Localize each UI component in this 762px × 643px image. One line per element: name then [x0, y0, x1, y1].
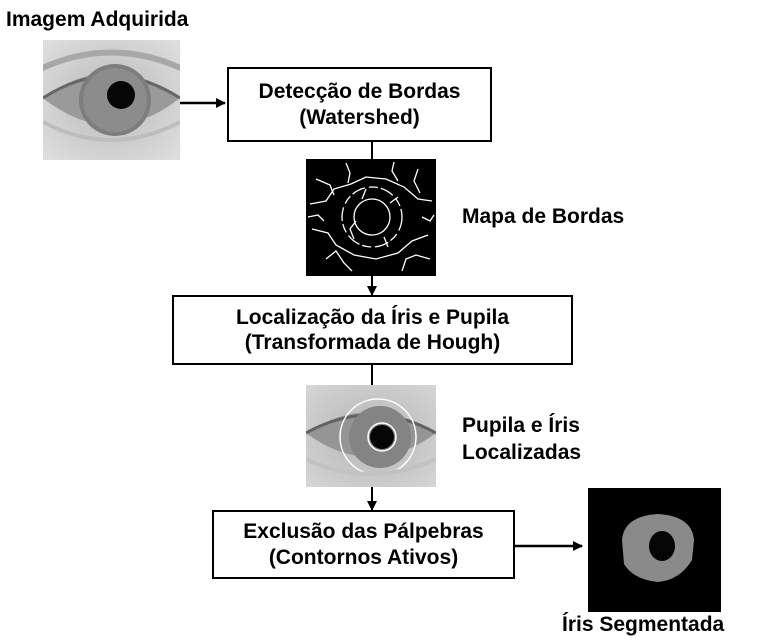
edge-detection-method: (Watershed): [299, 105, 420, 129]
pupil-iris-label-line2: Localizadas: [462, 441, 582, 464]
eyelid-exclusion-title: Exclusão das Pálpebras: [243, 520, 484, 544]
segmented-iris-label: Íris Segmentada: [562, 613, 725, 636]
edge-map-label: Mapa de Bordas: [462, 205, 625, 228]
eyelid-exclusion-box: Exclusão das Pálpebras (Contornos Ativos…: [212, 510, 515, 579]
eyelid-exclusion-method: (Contornos Ativos): [268, 545, 459, 569]
acquired-eye-image: [43, 40, 180, 160]
localized-eye-image: [306, 385, 436, 487]
localization-box: Localização da Íris e Pupila (Transforma…: [172, 295, 573, 365]
edge-detection-title: Detecção de Bordas: [258, 80, 461, 104]
segmented-iris-image: [588, 488, 721, 612]
localization-method: (Transformada de Hough): [244, 331, 501, 354]
edge-detection-box: Detecção de Bordas (Watershed): [227, 67, 492, 142]
pupil-iris-label-line1: Pupila e Íris: [462, 414, 580, 437]
acquired-image-label: Imagem Adquirida: [6, 8, 189, 31]
localization-title: Localização da Íris e Pupila: [235, 305, 510, 329]
edge-map-image: [306, 159, 436, 276]
